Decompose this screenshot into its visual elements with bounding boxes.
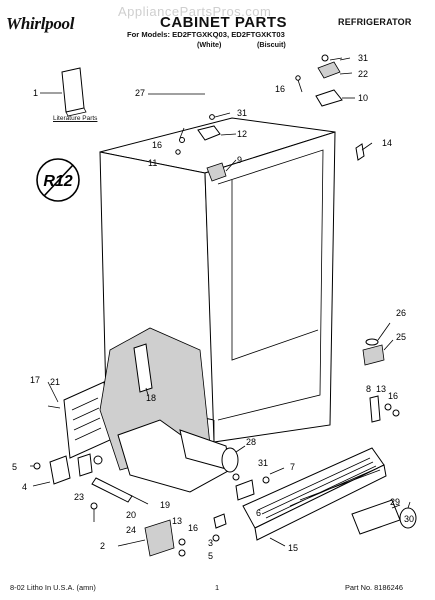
callout-14: 14 [382, 138, 392, 148]
callout-22: 22 [358, 69, 368, 79]
callout-26: 26 [396, 308, 406, 318]
callout-25: 25 [396, 332, 406, 342]
callout-3: 3 [208, 538, 213, 548]
r12-text: R12 [43, 173, 72, 190]
callout-6: 6 [256, 508, 261, 518]
literature-booklet [40, 67, 87, 117]
callout-16: 16 [388, 391, 398, 401]
callout-16: 16 [275, 84, 285, 94]
footer-page-number: 1 [215, 583, 220, 592]
callout-30: 30 [404, 514, 414, 524]
leveling-and-roller-parts [30, 453, 149, 522]
callout-11: 11 [148, 158, 157, 168]
callout-28: 28 [246, 437, 256, 447]
callout-13: 13 [172, 516, 182, 526]
top-left-hinge [175, 112, 237, 182]
callouts: 1 27 31 16 12 11 9 31 22 16 10 14 26 25 … [12, 53, 414, 561]
callout-12: 12 [237, 129, 247, 139]
page-title: CABINET PARTS [160, 14, 288, 31]
appliance-category: REFRIGERATOR [338, 17, 412, 27]
callout-20: 20 [126, 510, 136, 520]
callout-2: 2 [100, 541, 105, 551]
footer-part-number: Part No. 8186246 [345, 583, 403, 592]
r12-prohibited-badge: R12 [36, 158, 80, 202]
water-filter [351, 499, 417, 535]
callout-8: 8 [366, 384, 371, 394]
footer-print-info: 8-02 Litho In U.S.A. (amn) [10, 583, 96, 592]
callout-15: 15 [288, 543, 298, 553]
callout-18: 18 [146, 393, 156, 403]
toe-grille [242, 447, 387, 547]
callout-31: 31 [258, 458, 268, 468]
callout-13: 13 [376, 384, 386, 394]
callout-5: 5 [12, 462, 17, 472]
callout-10: 10 [358, 93, 368, 103]
variant-labels: (White) (Biscuit) [197, 40, 317, 49]
callout-7: 7 [290, 462, 295, 472]
callout-21: 21 [50, 377, 60, 387]
callout-27: 27 [135, 88, 145, 98]
center-small-parts [212, 467, 285, 542]
callout-16: 16 [152, 140, 162, 150]
brand-logo: Whirlpool [6, 14, 75, 33]
callout-19: 19 [160, 500, 170, 510]
watermark: AppliancePartsPros.com [118, 4, 272, 19]
callout-17: 17 [30, 375, 40, 385]
callout-4: 4 [22, 482, 27, 492]
callout-16: 16 [188, 523, 198, 533]
callout-24: 24 [126, 525, 136, 535]
top-right-hinge [295, 54, 373, 161]
leader-lines [47, 57, 351, 403]
variant-white: (White) [197, 40, 222, 49]
callout-31: 31 [237, 108, 247, 118]
literature-parts-label: Literature Parts [53, 115, 98, 122]
callout-29: 29 [390, 497, 400, 507]
callout-9: 9 [237, 155, 242, 165]
callout-31: 31 [358, 53, 368, 63]
drain-duct [179, 429, 246, 473]
variant-biscuit: (Biscuit) [257, 40, 286, 49]
lower-hinge-parts [362, 322, 400, 423]
callout-23: 23 [74, 492, 84, 502]
bottom-hinge-bracket [117, 519, 186, 557]
models-line: For Models: ED2FTGXKQ03, ED2FTGXKT03 [127, 30, 285, 39]
callout-5: 5 [208, 551, 213, 561]
callout-1: 1 [33, 88, 38, 98]
